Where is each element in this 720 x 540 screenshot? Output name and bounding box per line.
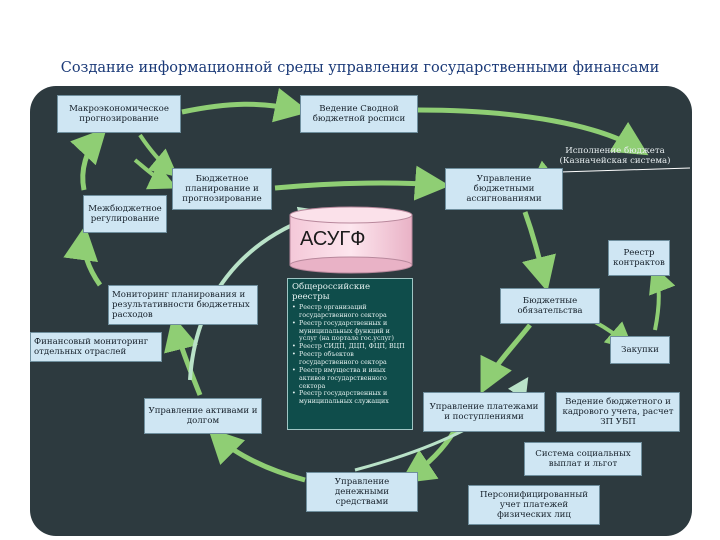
arrow-obligations-to-payments [480, 323, 532, 394]
social-payments-box: Система социальных выплат и льгот [524, 442, 642, 476]
arrow-planning-to-assignments [274, 165, 450, 201]
arrow-interbudget-to-macro [70, 127, 107, 191]
accounting-box: Ведение бюджетного и кадрового учета, ра… [556, 392, 680, 432]
arrow-macro-to-consolidated [181, 87, 310, 123]
registry-item: Реестр государственных и муниципальных с… [292, 390, 408, 406]
registry-item: Реестр имущества и иных активов государс… [292, 367, 408, 391]
registries-list: Реестр организаций государственного сект… [292, 304, 408, 406]
page-title: Создание информационной среды управления… [60, 60, 660, 76]
contracts-registry-box: Реестр контрактов [608, 240, 670, 276]
cash-management-box: Управление денежными средствами [306, 472, 418, 512]
arrow-cash-to-assets [207, 427, 306, 483]
registry-item: Реестр государственных и муниципальных ф… [292, 320, 408, 344]
personal-payments-box: Персонифицированный учет платежей физиче… [468, 485, 600, 525]
monitoring-box: Мониторинг планирования и результативнос… [108, 285, 258, 325]
registry-item: Реестр СИДП, ДЦП, ФЦП, ВЦП [292, 343, 408, 351]
assets-debt-box: Управление активами и долгом [144, 398, 262, 434]
arrow-procurement-to-contracts [649, 264, 676, 331]
macro-forecasting-box: Макроэкономическое прогнозирование [57, 95, 181, 133]
arrow-assets-to-monitoring [164, 315, 203, 396]
asugf-label: АСУГФ [300, 228, 366, 250]
financial-monitoring-box: Финансовый мониторинг отдельных отраслей [30, 332, 162, 362]
registry-item: Реестр объектов государственного сектора [292, 351, 408, 367]
registries-box: Общероссийские реестры Реестр организаци… [287, 278, 413, 430]
arrow-macro-to-planning [138, 133, 179, 178]
payments-management-box: Управление платежами и поступлениями [423, 392, 545, 432]
registries-title: Общероссийские реестры [292, 282, 371, 302]
arrow-assignments-to-obligations [521, 211, 556, 292]
arrow-consolidated-to-execution [417, 107, 649, 156]
consolidated-list-box: Ведение Сводной бюджетной росписи [300, 95, 418, 133]
budget-obligations-box: Бюджетные обязательства [500, 288, 600, 324]
database-cylinder [289, 206, 413, 274]
registry-item: Реестр организаций государственного сект… [292, 304, 408, 320]
interbudget-regulation-box: Межбюджетное регулирование [83, 195, 167, 233]
budget-execution-label: Исполнение бюджета (Казначейская система… [559, 146, 671, 167]
assignments-management-box: Управление бюджетными ассигнованиями [445, 168, 563, 210]
budget-planning-box: Бюджетное планирование и прогнозирование [172, 168, 272, 210]
arrow-monitoring-to-interbudget [63, 225, 103, 287]
procurement-box: Закупки [610, 336, 670, 364]
